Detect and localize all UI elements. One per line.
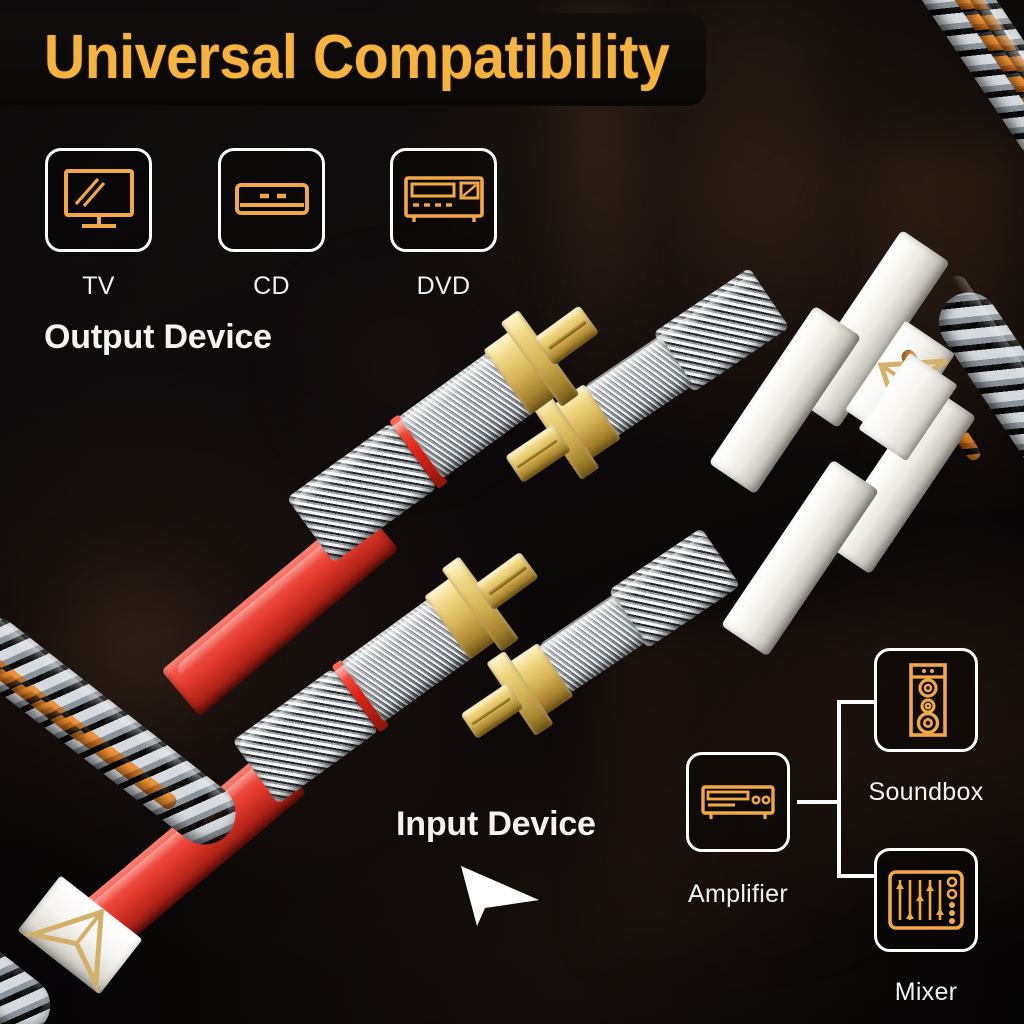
input-device-icon-amplifier[interactable] — [686, 752, 790, 852]
amplifier-icon — [701, 785, 775, 819]
speaker-icon — [909, 663, 947, 737]
input-device-label-amplifier: Amplifier — [688, 880, 788, 908]
cd-player-icon — [234, 183, 309, 215]
page-title: Universal Compatibility — [44, 23, 670, 92]
input-device-icon-mixer[interactable] — [874, 848, 978, 952]
input-device-group-label: Input Device — [396, 805, 596, 843]
output-device-icon-cd[interactable] — [218, 148, 325, 252]
connector-line-to-soundbox — [837, 700, 877, 704]
title-banner — [0, 13, 706, 106]
tv-icon — [63, 169, 134, 228]
output-device-group-label: Output Device — [44, 318, 272, 356]
output-device-label-cd: CD — [253, 272, 290, 300]
output-device-icon-tv[interactable] — [45, 148, 152, 252]
connector-line-vertical — [837, 700, 841, 878]
connector-line-to-mixer — [837, 874, 877, 878]
arrow-pointer-icon — [461, 866, 539, 926]
output-device-icon-dvd[interactable] — [390, 148, 497, 252]
output-device-label-dvd: DVD — [416, 272, 471, 300]
mixer-icon — [888, 870, 964, 930]
gold-chevron-arrow-icon — [23, 908, 105, 994]
connector-line-horizontal — [797, 800, 841, 804]
input-device-label-soundbox: Soundbox — [868, 778, 984, 806]
output-device-label-tv: TV — [82, 272, 115, 300]
input-device-label-mixer: Mixer — [894, 978, 958, 1006]
dvd-player-icon — [403, 176, 484, 222]
input-device-icon-soundbox[interactable] — [874, 648, 978, 752]
